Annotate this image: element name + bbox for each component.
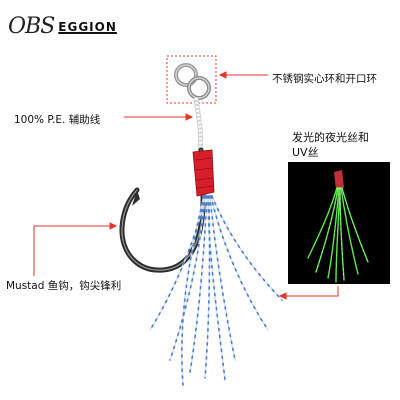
mustad-hook bbox=[119, 147, 206, 273]
ring-highlight-box bbox=[166, 55, 217, 104]
pe-callout-arrowhead bbox=[185, 113, 194, 121]
glow-inset-panel bbox=[288, 162, 390, 284]
brand-logo-sub: EGGION bbox=[58, 19, 117, 34]
glow-callout-arrow bbox=[284, 286, 339, 297]
glow-callout-line1: 发光的夜光丝和 bbox=[292, 131, 369, 144]
ring-callout-arrowhead bbox=[218, 71, 227, 79]
glow-callout-label: 发光的夜光丝和 UV丝 bbox=[292, 130, 369, 160]
split-rings bbox=[174, 63, 211, 100]
hook-callout-arrow bbox=[33, 225, 112, 276]
thread-wrap bbox=[192, 149, 215, 197]
hook-callout-label: Mustad 鱼钩，钩尖锋利 bbox=[6, 280, 122, 292]
brand-logo: OBS EGGION bbox=[8, 14, 117, 39]
pe-line-callout-label: 100% P.E. 辅助线 bbox=[14, 114, 101, 126]
hook-callout-arrowhead bbox=[109, 222, 118, 230]
brand-logo-main: OBS bbox=[8, 14, 55, 39]
glow-callout-arrowhead bbox=[278, 292, 287, 300]
glow-skirt-image bbox=[307, 170, 369, 283]
ring-callout-label: 不锈钢实心环和开口环 bbox=[272, 73, 377, 85]
tinsel-skirt bbox=[149, 195, 283, 386]
glow-callout-line2: UV丝 bbox=[292, 146, 319, 159]
